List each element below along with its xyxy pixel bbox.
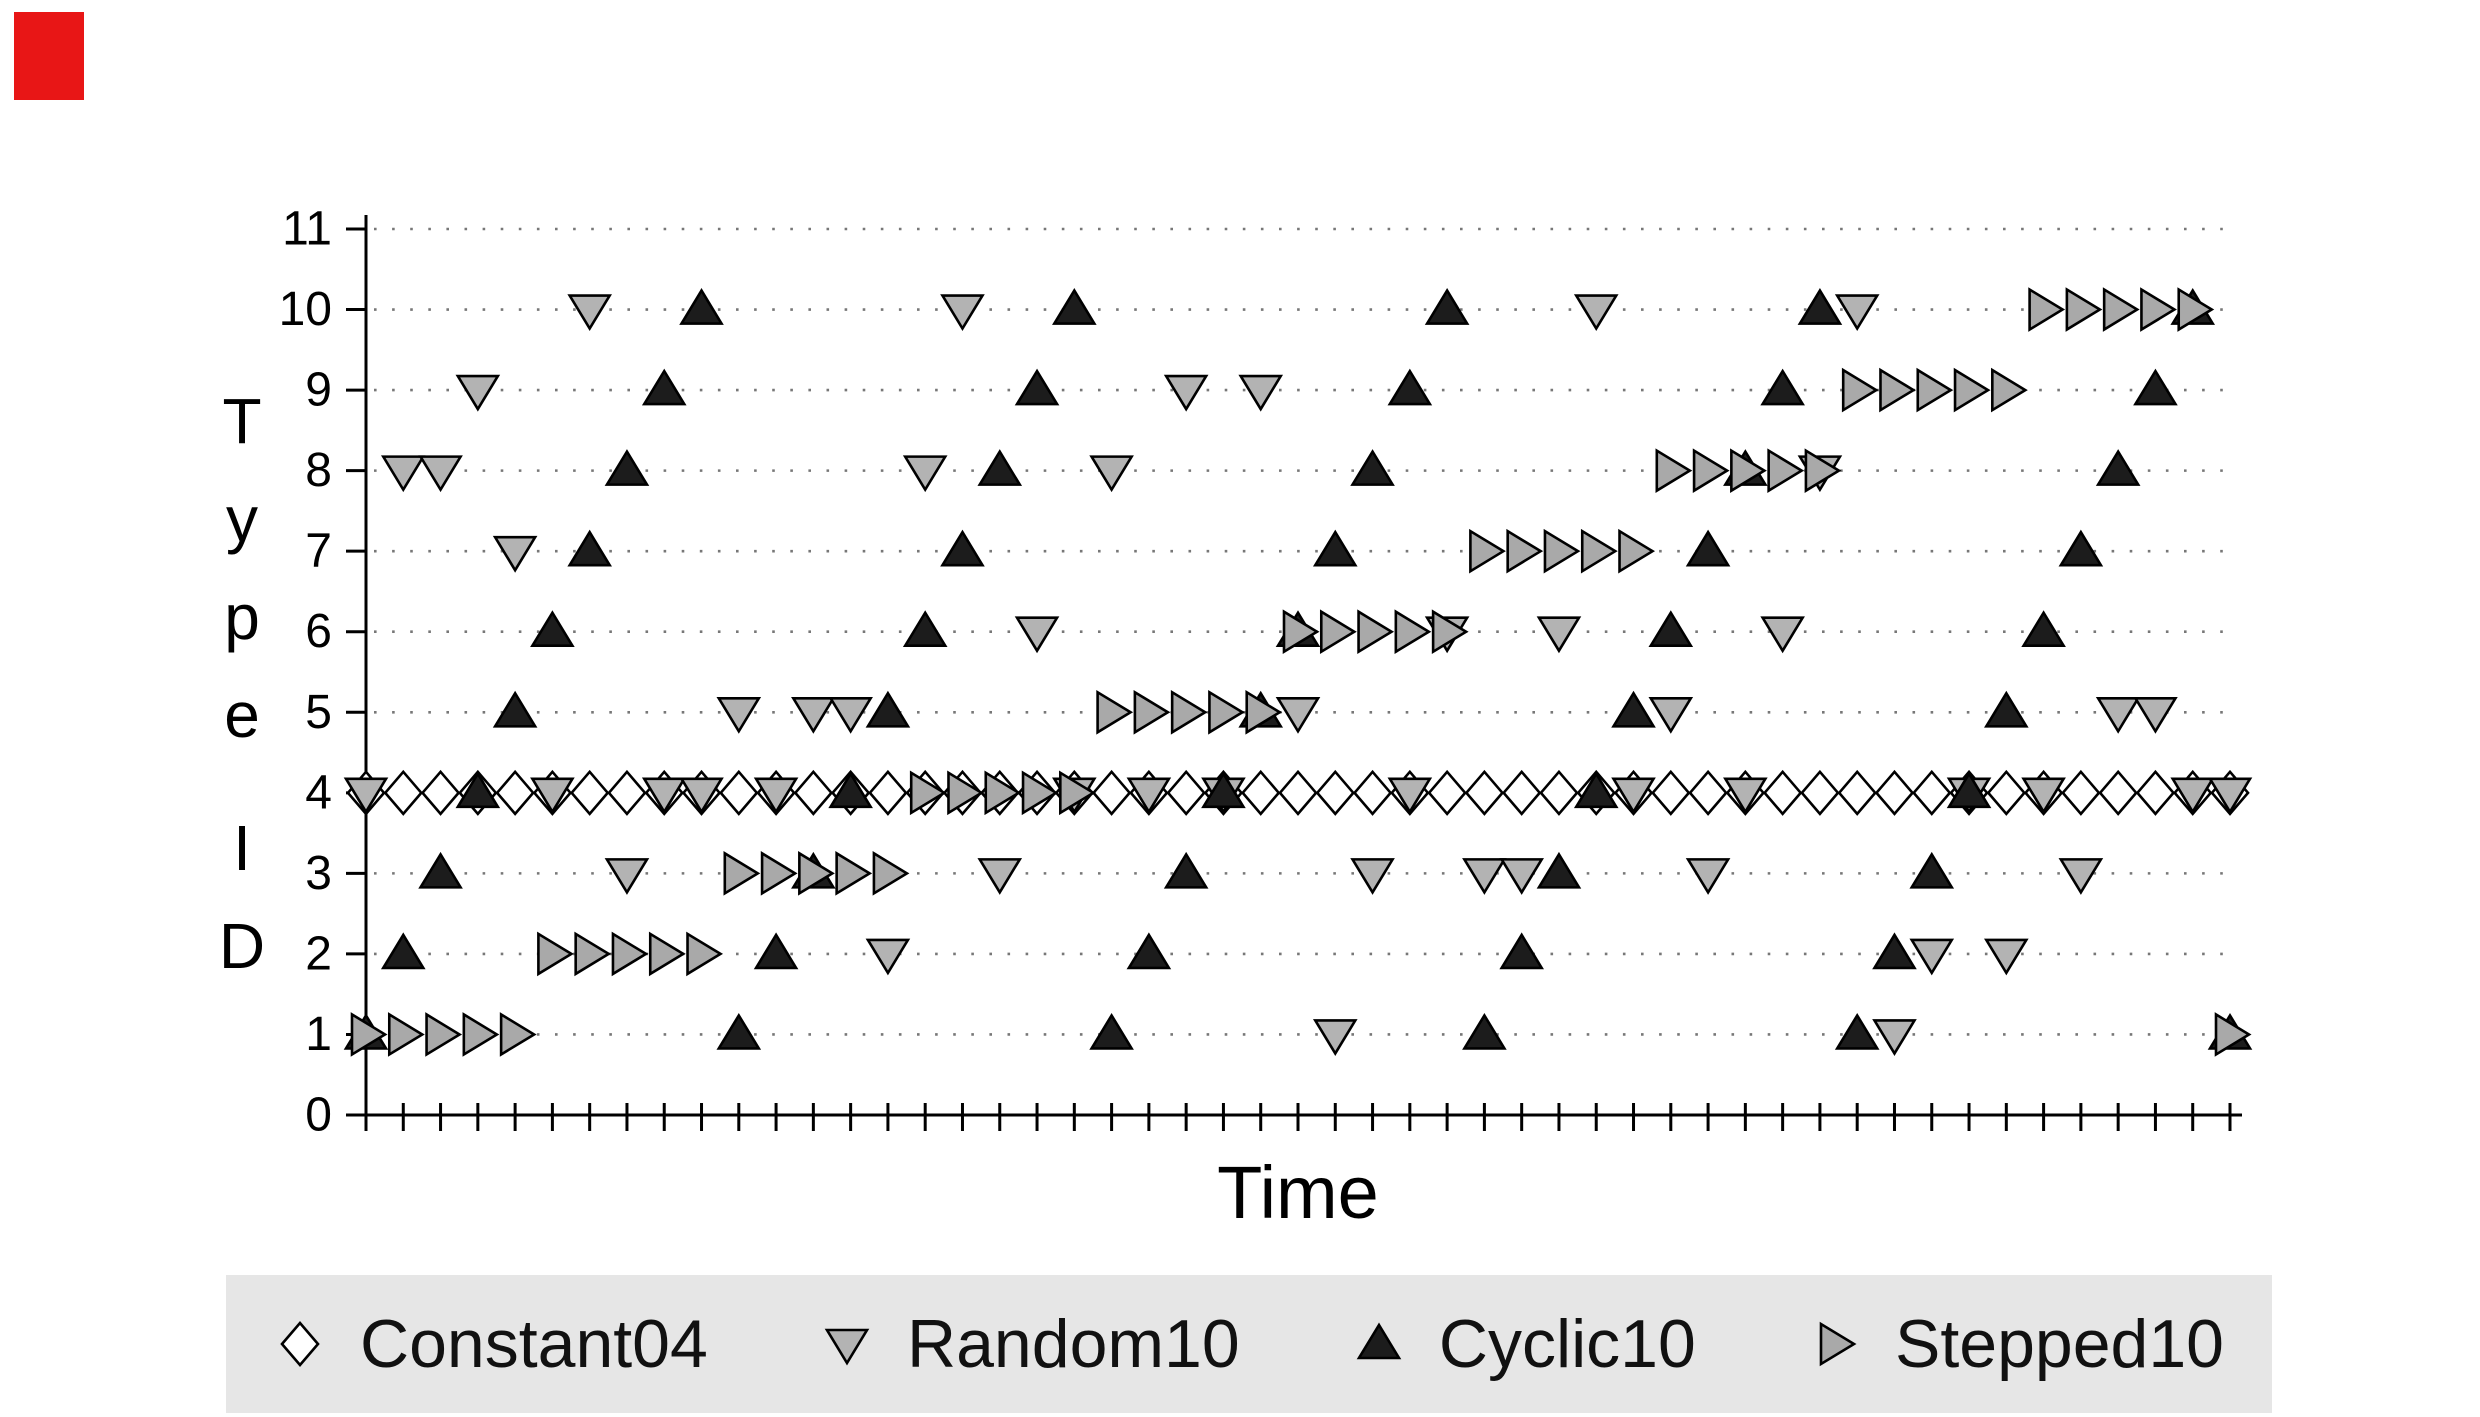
legend-label-constant04: Constant04 [360, 1306, 708, 1382]
x-axis-label: Time [1217, 1151, 1379, 1234]
svg-text:2: 2 [305, 927, 332, 980]
down-triangle-icon [824, 1328, 870, 1366]
up-triangle-icon [1356, 1322, 1402, 1360]
legend-label-random10: Random10 [907, 1306, 1240, 1382]
svg-text:11: 11 [282, 203, 332, 256]
svg-text:6: 6 [305, 605, 332, 658]
svg-text:5: 5 [305, 686, 332, 739]
open-diamond-icon [280, 1321, 320, 1367]
legend-label-cyclic10: Cyclic10 [1438, 1306, 1696, 1382]
svg-text:0: 0 [305, 1089, 332, 1142]
svg-text:8: 8 [305, 444, 332, 497]
legend-item-constant04: Constant04 [274, 1305, 708, 1383]
legend-item-stepped10: Stepped10 [1809, 1305, 2224, 1383]
y-axis-label-type: Type [206, 385, 278, 777]
y-axis-label-id: ID [206, 812, 278, 1008]
svg-text:7: 7 [305, 525, 332, 578]
svg-text:9: 9 [305, 364, 332, 417]
svg-text:4: 4 [305, 766, 332, 819]
svg-text:3: 3 [305, 847, 332, 900]
red-corner-marker [14, 12, 84, 100]
scatter-plot: 0 1 2 3 4 5 6 7 8 9 10 11 [279, 203, 2253, 1142]
legend: Constant04 Random10 Cyclic10 Stepped10 [226, 1275, 2272, 1413]
svg-text:1: 1 [305, 1008, 332, 1061]
legend-label-stepped10: Stepped10 [1895, 1306, 2224, 1382]
svg-text:10: 10 [279, 283, 332, 336]
legend-item-random10: Random10 [821, 1305, 1240, 1383]
legend-item-cyclic10: Cyclic10 [1353, 1305, 1696, 1383]
right-triangle-icon [1819, 1321, 1857, 1367]
